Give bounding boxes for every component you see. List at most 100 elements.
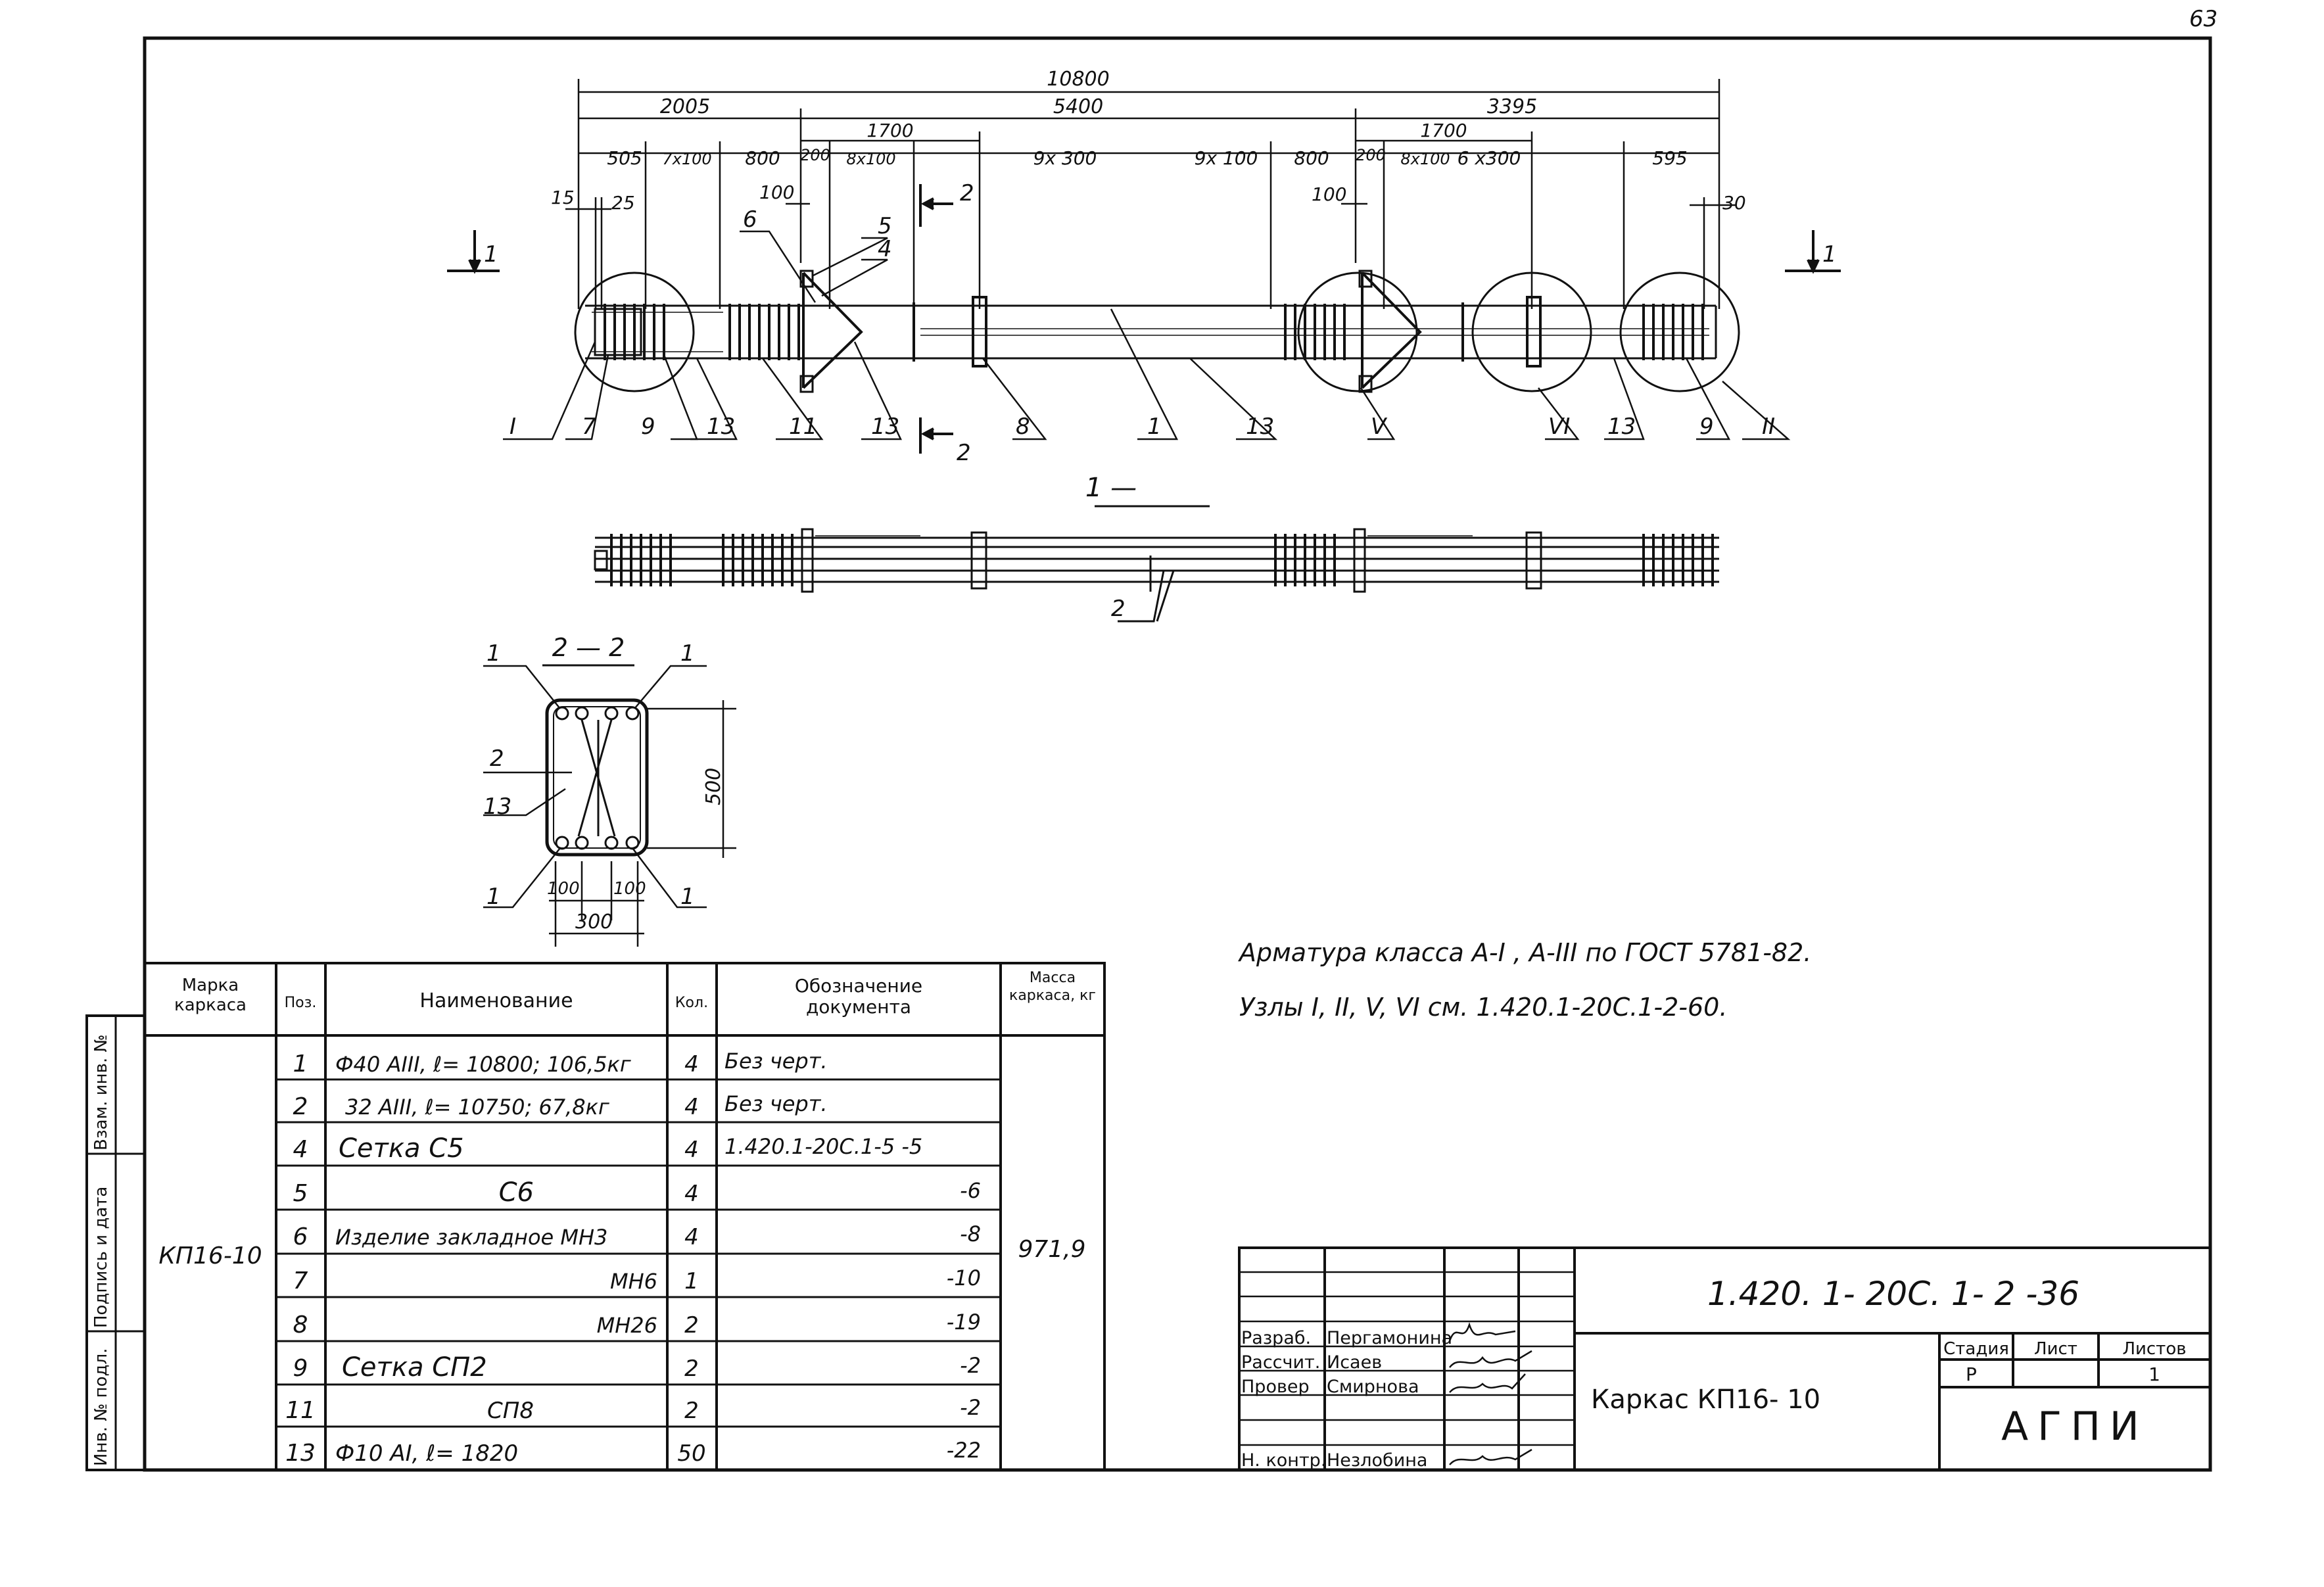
- embedded-plates: [972, 296, 1542, 367]
- side-stamp: Взам. инв. № Подпись и дата Инв. № подл.: [85, 1014, 146, 1471]
- drawing-title: Каркас КП16- 10: [1591, 1385, 1820, 1415]
- callout-4: 4: [878, 236, 892, 262]
- dim-1700-left: 1700: [866, 120, 913, 141]
- row-qty: 2: [684, 1398, 699, 1424]
- section-2-callout-13: 13: [483, 794, 511, 820]
- dim-9x100: 9x 100: [1195, 147, 1258, 169]
- stirrup-groups: [604, 302, 1704, 362]
- callout-11: 11: [789, 414, 817, 440]
- row-qty: 4: [684, 1181, 699, 1207]
- callout-8: 8: [1016, 414, 1030, 440]
- dim-200-left: 200: [800, 146, 830, 164]
- sheet-frame: [143, 36, 2212, 1472]
- dim-left-span: 2005: [660, 95, 710, 118]
- section-2-dim-500: 500: [702, 768, 725, 805]
- section-label-1-left: 1: [484, 241, 498, 268]
- dim-800-left: 800: [745, 147, 780, 169]
- name-developer: Пергамонина: [1327, 1328, 1452, 1348]
- note-reinforcement-class: Арматура класса А-I , А-III по ГОСТ 5781…: [1237, 938, 1811, 967]
- section-2-callout-1-br: 1: [680, 884, 695, 910]
- row-doc: -22: [947, 1438, 981, 1463]
- row-pos: 13: [285, 1440, 316, 1467]
- dim-595: 595: [1652, 147, 1687, 169]
- row-qty: 1: [684, 1268, 699, 1294]
- table-row: 2 32 АIII, ℓ= 10750; 67,8кг 4 Без черт.: [293, 1091, 828, 1120]
- spec-table: Марка каркаса Поз. Наименование Кол. Обо…: [143, 962, 1106, 1471]
- row-doc: -2: [960, 1353, 981, 1378]
- row-qty: 4: [684, 1094, 699, 1120]
- row-pos: 11: [285, 1397, 316, 1424]
- callout-13-b: 13: [871, 414, 899, 440]
- row-qty: 2: [684, 1356, 699, 1382]
- section-2-dim-300: 300: [575, 911, 613, 934]
- end-plate-left: [594, 308, 642, 356]
- dim-100-right: 100: [1312, 183, 1346, 205]
- section-2-callout-1-tl: 1: [486, 640, 501, 667]
- plan-view: 10800 2005 5400 3395 1700 1700 505 7x100…: [447, 68, 1841, 466]
- row-doc: Без черт.: [724, 1091, 828, 1116]
- callout-leaders: [503, 230, 1791, 440]
- row-pos: 5: [293, 1180, 308, 1207]
- dim-505: 505: [607, 147, 642, 169]
- dim-9x300: 9x 300: [1033, 147, 1097, 169]
- row-pos: 6: [293, 1223, 308, 1250]
- callout-7: 7: [582, 414, 596, 440]
- dim-total: 10800: [1047, 68, 1109, 91]
- callout-13-a: 13: [707, 414, 735, 440]
- header-name: Наименование: [419, 989, 573, 1012]
- dim-8x100-right: 8x100: [1400, 150, 1450, 168]
- dim-100-left: 100: [759, 181, 794, 203]
- stage-value: Р: [1966, 1363, 1977, 1385]
- stamp-orig-inv: Инв. № подл.: [91, 1348, 111, 1466]
- row-doc: -10: [947, 1266, 981, 1291]
- callout-labels: I 7 9 13 11 13 8 1 13 V VI 13 9 II 6 5 4: [510, 206, 1775, 440]
- name-checked: Смирнова: [1327, 1377, 1419, 1397]
- table-row: 9 Сетка СП2 2 -2: [293, 1352, 981, 1383]
- section-2-title: 2 — 2: [552, 633, 625, 662]
- section-2-callout-1-tr: 1: [680, 640, 695, 667]
- sheets-header: Листов: [2122, 1339, 2186, 1359]
- table-row: 5 С6 4 -6: [293, 1177, 981, 1208]
- section-2-callout-2: 2: [490, 746, 504, 772]
- callout-13-d: 13: [1607, 414, 1636, 440]
- name-calculated: Исаев: [1327, 1352, 1382, 1373]
- dim-30: 30: [1722, 192, 1746, 214]
- stamp-replaced-inv: Взам. инв. №: [91, 1034, 111, 1150]
- stage-header: Стадия: [1943, 1339, 2009, 1359]
- callout-9-left: 9: [641, 414, 655, 440]
- callout-node-V: V: [1371, 414, 1388, 440]
- header-mass: Масса каркаса, кг: [1009, 970, 1096, 1004]
- organization: АГПИ: [2001, 1404, 2148, 1450]
- row-name: Сетка СП2: [342, 1352, 487, 1383]
- callout-5: 5: [878, 213, 892, 239]
- dim-25: 25: [611, 192, 635, 214]
- dim-right-span: 3395: [1487, 95, 1537, 118]
- row-name: Сетка С5: [339, 1133, 464, 1164]
- dim-800-right: 800: [1294, 147, 1329, 169]
- callout-node-I: I: [510, 414, 516, 440]
- row-doc: -19: [947, 1310, 981, 1335]
- role-calculated: Рассчит.: [1241, 1352, 1320, 1373]
- section-1-view: 1 — 2: [594, 473, 1719, 623]
- row-name: СП8: [487, 1398, 534, 1424]
- dimension-texts: 10800 2005 5400 3395 1700 1700 505 7x100…: [551, 68, 1746, 214]
- row-doc: 1.420.1-20С.1-5 -5: [724, 1134, 922, 1159]
- row-name: Ф40 АIII, ℓ= 10800; 106,5кг: [335, 1052, 631, 1077]
- row-pos: 9: [293, 1355, 308, 1382]
- dim-6x300: 6 x300: [1458, 147, 1521, 169]
- dimension-lines: [565, 79, 1736, 309]
- row-doc: -6: [960, 1178, 981, 1203]
- row-name: С6: [499, 1177, 534, 1208]
- section-2-dim-100-right: 100: [613, 879, 646, 899]
- signatures: [1448, 1322, 1532, 1465]
- sheets-value: 1: [2148, 1363, 2160, 1385]
- row-name: МН26: [597, 1313, 657, 1338]
- section-2-outline: [545, 698, 649, 857]
- row-qty: 4: [684, 1137, 699, 1163]
- row-qty: 4: [684, 1224, 699, 1250]
- row-doc: -8: [960, 1221, 981, 1246]
- row-pos: 8: [293, 1312, 308, 1338]
- page-number: 63: [2189, 6, 2217, 32]
- doc-code: 1.420. 1- 20С. 1- 2 -36: [1707, 1275, 2079, 1313]
